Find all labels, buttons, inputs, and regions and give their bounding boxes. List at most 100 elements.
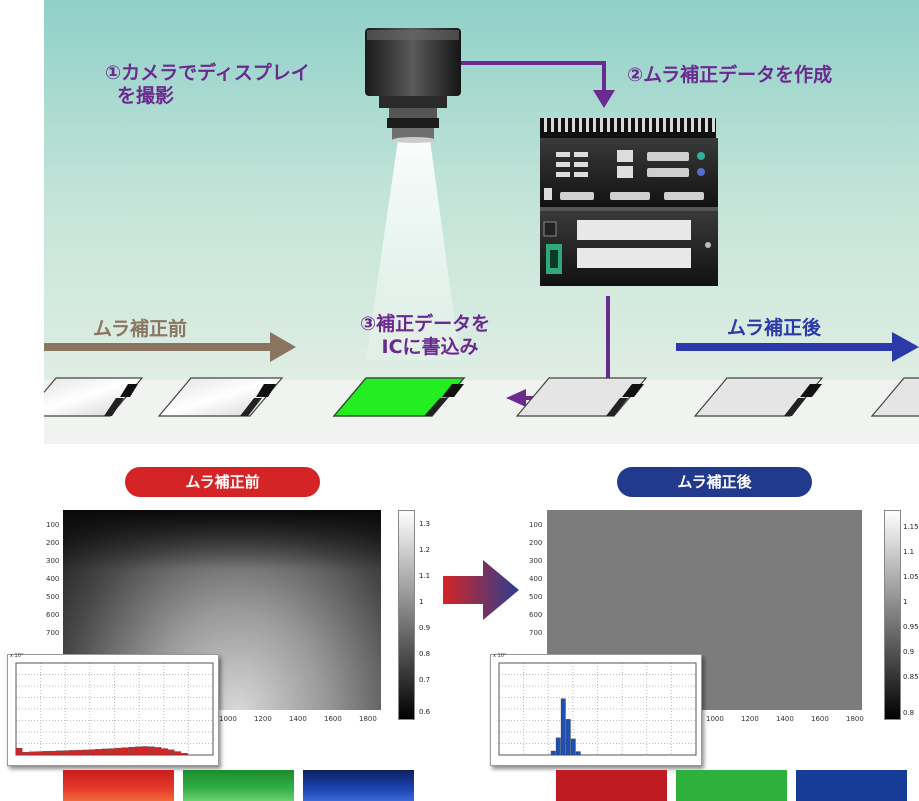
display-panels xyxy=(44,377,919,417)
before-x-tick: 1600 xyxy=(324,715,342,723)
before-cbar-tick: 0.7 xyxy=(419,676,431,684)
step3-line2: ICに書込み xyxy=(381,336,479,358)
step2-label: ②ムラ補正データを作成 xyxy=(627,64,833,86)
hist-bar xyxy=(35,751,43,756)
before-cbar-tick: 0.8 xyxy=(419,650,431,658)
camera-icon xyxy=(365,28,461,143)
after-histogram xyxy=(498,662,697,756)
before-histogram-inset: x 10⁴ xyxy=(7,653,219,766)
after-x-tick: 1400 xyxy=(776,715,794,723)
after-cbar-tick: 0.8 xyxy=(903,709,915,717)
hist-bar xyxy=(181,753,188,756)
after-cbar-tick: 1.05 xyxy=(903,573,919,581)
after-title-pill: ムラ補正後 xyxy=(617,467,812,497)
before-cbar-tick: 1.2 xyxy=(419,546,431,554)
after-cbar-tick: 0.9 xyxy=(903,648,915,656)
before-y-tick: 500 xyxy=(46,593,60,601)
before-heatmap-top-shade xyxy=(63,510,381,570)
hist-bar xyxy=(560,698,566,756)
hist-bar xyxy=(168,749,175,756)
hist-bar xyxy=(141,746,149,756)
before-cbar-tick: 1.3 xyxy=(419,520,431,528)
after-y-tick: 700 xyxy=(529,629,543,637)
after-y-tick: 100 xyxy=(529,521,543,529)
hist-bar xyxy=(88,749,96,756)
step1-line1: ①カメラでディスプレイ xyxy=(105,62,310,84)
display-panel-writing xyxy=(332,377,466,417)
process-diagram xyxy=(44,0,919,444)
hist-bar xyxy=(115,747,122,756)
after-cbar-tick: 1.1 xyxy=(903,548,915,556)
before-y-tick: 100 xyxy=(46,521,60,529)
after-y-tick: 200 xyxy=(529,539,543,547)
before-arrow xyxy=(44,332,296,362)
before-cbar-tick: 0.9 xyxy=(419,624,431,632)
before-cbar-tick: 0.6 xyxy=(419,708,431,716)
hist-bar xyxy=(15,747,23,756)
before-y-tick: 400 xyxy=(46,575,60,583)
hist-bar xyxy=(570,738,576,756)
hist-bar xyxy=(62,750,69,756)
after-green-swatch xyxy=(676,770,787,801)
before-histogram xyxy=(15,662,214,756)
hist-bar xyxy=(555,737,561,756)
display-panel-after-3 xyxy=(870,377,919,417)
hist-bar xyxy=(565,719,571,756)
display-panel-before-1 xyxy=(44,377,144,417)
step3-label: ③補正データを ICに書込み xyxy=(360,313,490,359)
after-red-swatch xyxy=(556,770,667,801)
hist-bar xyxy=(22,751,29,756)
after-y-tick: 500 xyxy=(529,593,543,601)
hist-bar xyxy=(42,751,49,756)
after-y-tick: 600 xyxy=(529,611,543,619)
before-cbar-tick: 1.1 xyxy=(419,572,431,580)
hist-bar xyxy=(68,750,76,756)
process-diagram-graphic xyxy=(44,0,919,444)
after-cbar-tick: 0.95 xyxy=(903,623,919,631)
before-y-tick: 700 xyxy=(46,629,60,637)
hist-bar xyxy=(48,750,56,756)
after-arrow xyxy=(676,332,919,362)
after-label: ムラ補正後 xyxy=(727,317,822,339)
after-x-tick: 1800 xyxy=(846,715,864,723)
after-x-tick: 1200 xyxy=(741,715,759,723)
computer-icon xyxy=(540,118,718,286)
hist-bar xyxy=(108,748,115,756)
hist-bar xyxy=(174,751,182,756)
before-x-tick: 1200 xyxy=(254,715,272,723)
step3-line1: ③補正データを xyxy=(360,313,491,335)
hist-bar xyxy=(55,750,63,756)
hist-bar xyxy=(575,751,581,756)
before-hist-exponent: x 10⁴ xyxy=(10,653,23,659)
hist-bar xyxy=(134,746,142,756)
after-y-tick: 300 xyxy=(529,557,543,565)
after-y-tick: 400 xyxy=(529,575,543,583)
before-blue-swatch xyxy=(303,770,414,801)
hist-bar xyxy=(128,747,135,756)
before-to-after-arrow xyxy=(443,560,519,620)
after-x-tick: 1600 xyxy=(811,715,829,723)
before-label: ムラ補正前 xyxy=(93,318,188,340)
step1-label: ①カメラでディスプレイ を撮影 xyxy=(105,62,310,108)
hist-bar xyxy=(148,746,155,756)
after-x-tick: 1000 xyxy=(706,715,724,723)
before-x-tick: 1000 xyxy=(219,715,237,723)
before-x-tick: 1400 xyxy=(289,715,307,723)
before-y-tick: 600 xyxy=(46,611,60,619)
hist-bar xyxy=(75,750,82,756)
after-blue-swatch xyxy=(796,770,907,801)
hist-bar xyxy=(82,749,89,756)
before-colorbar xyxy=(398,510,415,720)
before-y-tick: 200 xyxy=(46,539,60,547)
hist-bar xyxy=(161,748,168,756)
after-histogram-inset: x 10⁴ xyxy=(490,653,702,766)
before-y-tick: 300 xyxy=(46,557,60,565)
before-title-pill: ムラ補正前 xyxy=(125,467,320,497)
display-panel-after-1 xyxy=(515,377,648,417)
before-cbar-tick: 1 xyxy=(419,598,424,606)
hist-bar xyxy=(95,749,102,756)
hist-bar xyxy=(29,751,36,756)
hist-frame xyxy=(498,662,697,756)
after-cbar-tick: 0.85 xyxy=(903,673,919,681)
hist-bar xyxy=(121,747,129,756)
